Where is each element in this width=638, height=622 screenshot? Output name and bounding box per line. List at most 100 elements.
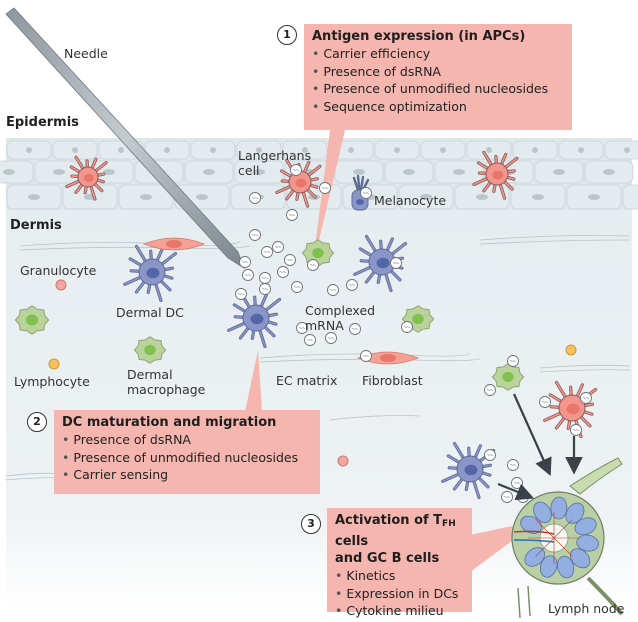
lymph-follicle (556, 555, 575, 579)
melanocyte-label: Melanocyte (374, 193, 447, 208)
lymph-follicle (533, 501, 552, 523)
keratinocyte (622, 184, 638, 210)
step-2-number-badge: 2 (27, 412, 47, 432)
complexed-mrna-label-line2: mRNA (305, 318, 344, 333)
keratinocyte-nucleus (53, 169, 65, 175)
mrna-strand (392, 261, 400, 265)
capillary (553, 537, 573, 557)
efferent-lymphatic (517, 585, 531, 619)
keratinocyte-nucleus (588, 194, 600, 200)
keratinocyte-nucleus (196, 194, 208, 200)
epidermis-layer (0, 138, 638, 210)
complexed-mrna-particle (249, 229, 261, 241)
mrna-strand (241, 260, 249, 264)
afferent-lymphatic (569, 457, 623, 495)
mrna-strand (403, 325, 411, 329)
keratinocyte-nucleus (578, 147, 584, 153)
complexed-mrna-particle (259, 283, 271, 295)
langerhans-cell-label-line1: Langerhans (238, 148, 312, 163)
granulocyte-lower (337, 455, 349, 467)
keratinocyte-nucleus (253, 169, 265, 175)
complexed-mrna-particle (235, 288, 247, 300)
needle-label: Needle (64, 46, 108, 61)
mrna-strand (306, 338, 314, 342)
keratinocyte-nucleus (553, 169, 565, 175)
callout-1-item: Carrier efficiency (312, 45, 564, 63)
callout-dc-maturation: DC maturation and migration Presence of … (54, 410, 320, 494)
keratinocyte-nucleus (603, 169, 615, 175)
lymph-follicle (539, 555, 558, 578)
capillary (553, 519, 573, 539)
cell-nucleus (502, 371, 514, 383)
lymphatic-vessel (586, 576, 624, 616)
callout-tfh-activation: Activation of TFH cells and GC B cells K… (327, 508, 472, 618)
ec-matrix-label: EC matrix (276, 373, 338, 388)
mrna-strand (244, 273, 252, 277)
keratinocyte-nucleus (440, 147, 446, 153)
vein (513, 539, 555, 543)
callout-3-title: Activation of TFH cells (335, 512, 464, 550)
keratinocyte-nucleus (420, 194, 432, 200)
cell-nucleus (356, 199, 364, 205)
callout-1-item: Presence of dsRNA (312, 63, 564, 81)
complexed-mrna-particle (259, 272, 271, 284)
complexed-mrna-particle (272, 241, 284, 253)
keratinocyte (604, 140, 638, 160)
keratinocyte-nucleus (164, 147, 170, 153)
complexed-mrna-particle (390, 257, 402, 269)
mrna-strand (503, 495, 511, 499)
mrna-strand (298, 326, 306, 330)
fibroblast (356, 351, 420, 365)
complexed-mrna-particle (307, 259, 319, 271)
keratinocyte-nucleus (453, 169, 465, 175)
keratinocyte-nucleus (140, 194, 152, 200)
keratinocyte-nucleus (486, 147, 492, 153)
fibroblast-top (142, 237, 206, 251)
cell-nucleus (250, 313, 264, 325)
complexed-mrna-particle (277, 266, 289, 278)
complexed-mrna-particle (360, 187, 372, 199)
mrna-strand (288, 213, 296, 217)
complexed-mrna-particle (401, 321, 413, 333)
callout-2-item: Presence of unmodified nucleosides (62, 449, 312, 467)
dermal-dc-label: Dermal DC (116, 305, 184, 320)
mrna-strand (292, 168, 300, 172)
complexed-mrna-particle (360, 350, 372, 362)
dermis-label: Dermis (10, 218, 62, 233)
complexed-mrna-particle (325, 332, 337, 344)
dermal-macrophage (133, 336, 167, 364)
langerhans-cell-right (472, 150, 519, 200)
artery (513, 530, 555, 535)
keratinocyte-nucleus (476, 194, 488, 200)
mrna-strand (582, 396, 590, 400)
mrna-strand (321, 186, 329, 190)
keratinocyte-nucleus (103, 169, 115, 175)
lymphocyte-right (565, 344, 577, 356)
complexed-mrna-particle (327, 284, 339, 296)
macrophage-center (301, 239, 335, 267)
complexed-mrna-particle (249, 192, 261, 204)
lymphocyte-label: Lymphocyte (14, 374, 90, 389)
mrna-strand (572, 428, 580, 432)
callout-3-title-subscript: FH (442, 519, 456, 529)
langerhans-cell-center (275, 158, 322, 208)
lymph-follicle (550, 496, 568, 520)
keratinocyte-nucleus (394, 147, 400, 153)
callout-2-item: Presence of dsRNA (62, 431, 312, 449)
keratinocyte-nucleus (403, 169, 415, 175)
mrna-strand (509, 463, 517, 467)
mrna-strand (362, 191, 370, 195)
complexed-mrna-particle (239, 256, 251, 268)
callout-3-title-line2: and GC B cells (335, 551, 440, 566)
lymphocyte (48, 358, 60, 370)
fibroblast-label: Fibroblast (362, 373, 423, 388)
complexed-mrna-particle (539, 396, 551, 408)
capillary (535, 519, 555, 539)
cell-nucleus (146, 267, 160, 279)
dermal-dc-with-mrna (227, 290, 282, 349)
keratinocyte-nucleus (26, 147, 32, 153)
mrna-strand (286, 258, 294, 262)
granulocyte (55, 279, 67, 291)
complexed-mrna-particle (511, 477, 523, 489)
dermal-dc (123, 244, 178, 303)
